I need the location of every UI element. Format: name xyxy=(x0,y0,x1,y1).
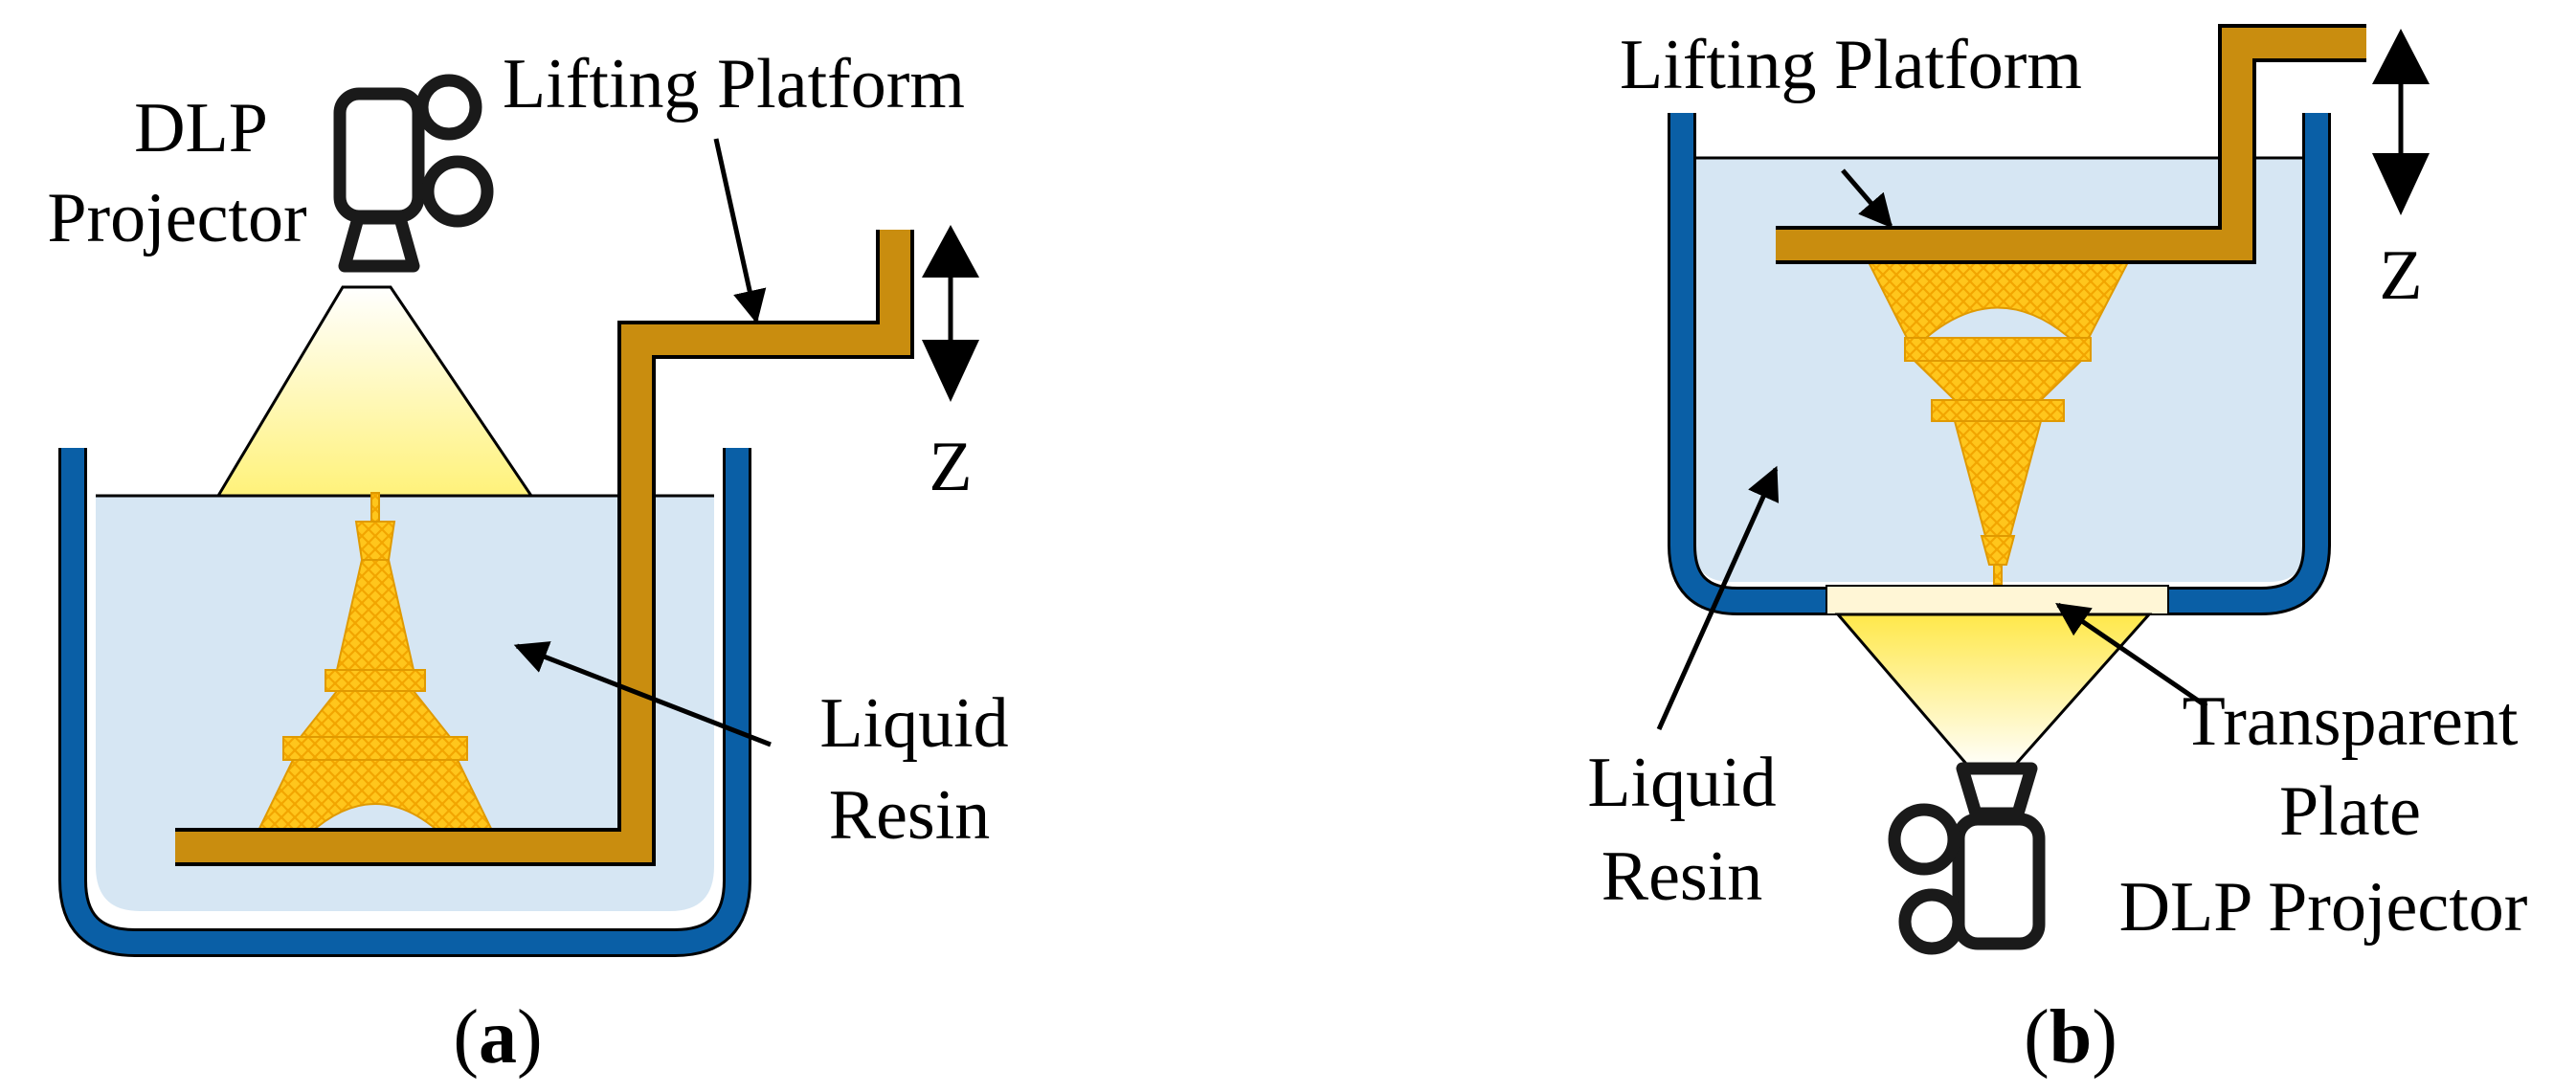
z-axis-arrow-a xyxy=(922,225,979,402)
z-axis-arrow-b xyxy=(2372,29,2430,215)
panel-b: Lifting Platform Liquid Resin Transparen… xyxy=(1587,24,2528,1080)
caption-b-letter: b xyxy=(2050,995,2093,1080)
z-label-b: Z xyxy=(2379,236,2422,315)
light-beam-down xyxy=(215,285,534,498)
projector-label-a-line2: Projector xyxy=(47,179,306,257)
panel-a: DLP Projector Lifting Platform Liquid Re… xyxy=(47,45,1008,1080)
printed-model-b xyxy=(1865,257,2132,585)
platform-label-a: Lifting Platform xyxy=(503,45,965,123)
resin-label-b-line1: Liquid xyxy=(1587,744,1776,822)
platform-arrow-b xyxy=(1841,168,1893,229)
resin-arrow-b xyxy=(1656,465,1780,731)
plate-label-b-line2: Plate xyxy=(2279,772,2421,851)
plate-label-b-line1: Transparent xyxy=(2183,682,2519,761)
transparent-plate xyxy=(1826,585,2169,615)
z-label-a: Z xyxy=(929,428,972,506)
resin-arrow-a xyxy=(513,641,772,747)
dlp-projector-icon-b xyxy=(1888,762,2046,955)
resin-label-a-line2: Resin xyxy=(829,776,991,855)
caption-b: (b) xyxy=(2024,995,2117,1080)
platform-label-b: Lifting Platform xyxy=(1620,26,2082,104)
caption-a: (a) xyxy=(453,995,542,1080)
printed-model-a xyxy=(251,492,500,843)
resin-label-a-line1: Liquid xyxy=(819,684,1008,763)
plate-arrow-b xyxy=(2055,602,2208,709)
projector-label-a-line1: DLP xyxy=(134,89,268,167)
dlp-projector-icon-a xyxy=(333,74,494,273)
resin-label-b-line2: Resin xyxy=(1602,837,1763,916)
projector-label-b: DLP Projector xyxy=(2119,868,2528,947)
caption-a-letter: a xyxy=(479,995,517,1080)
platform-arrow-a xyxy=(713,138,767,324)
